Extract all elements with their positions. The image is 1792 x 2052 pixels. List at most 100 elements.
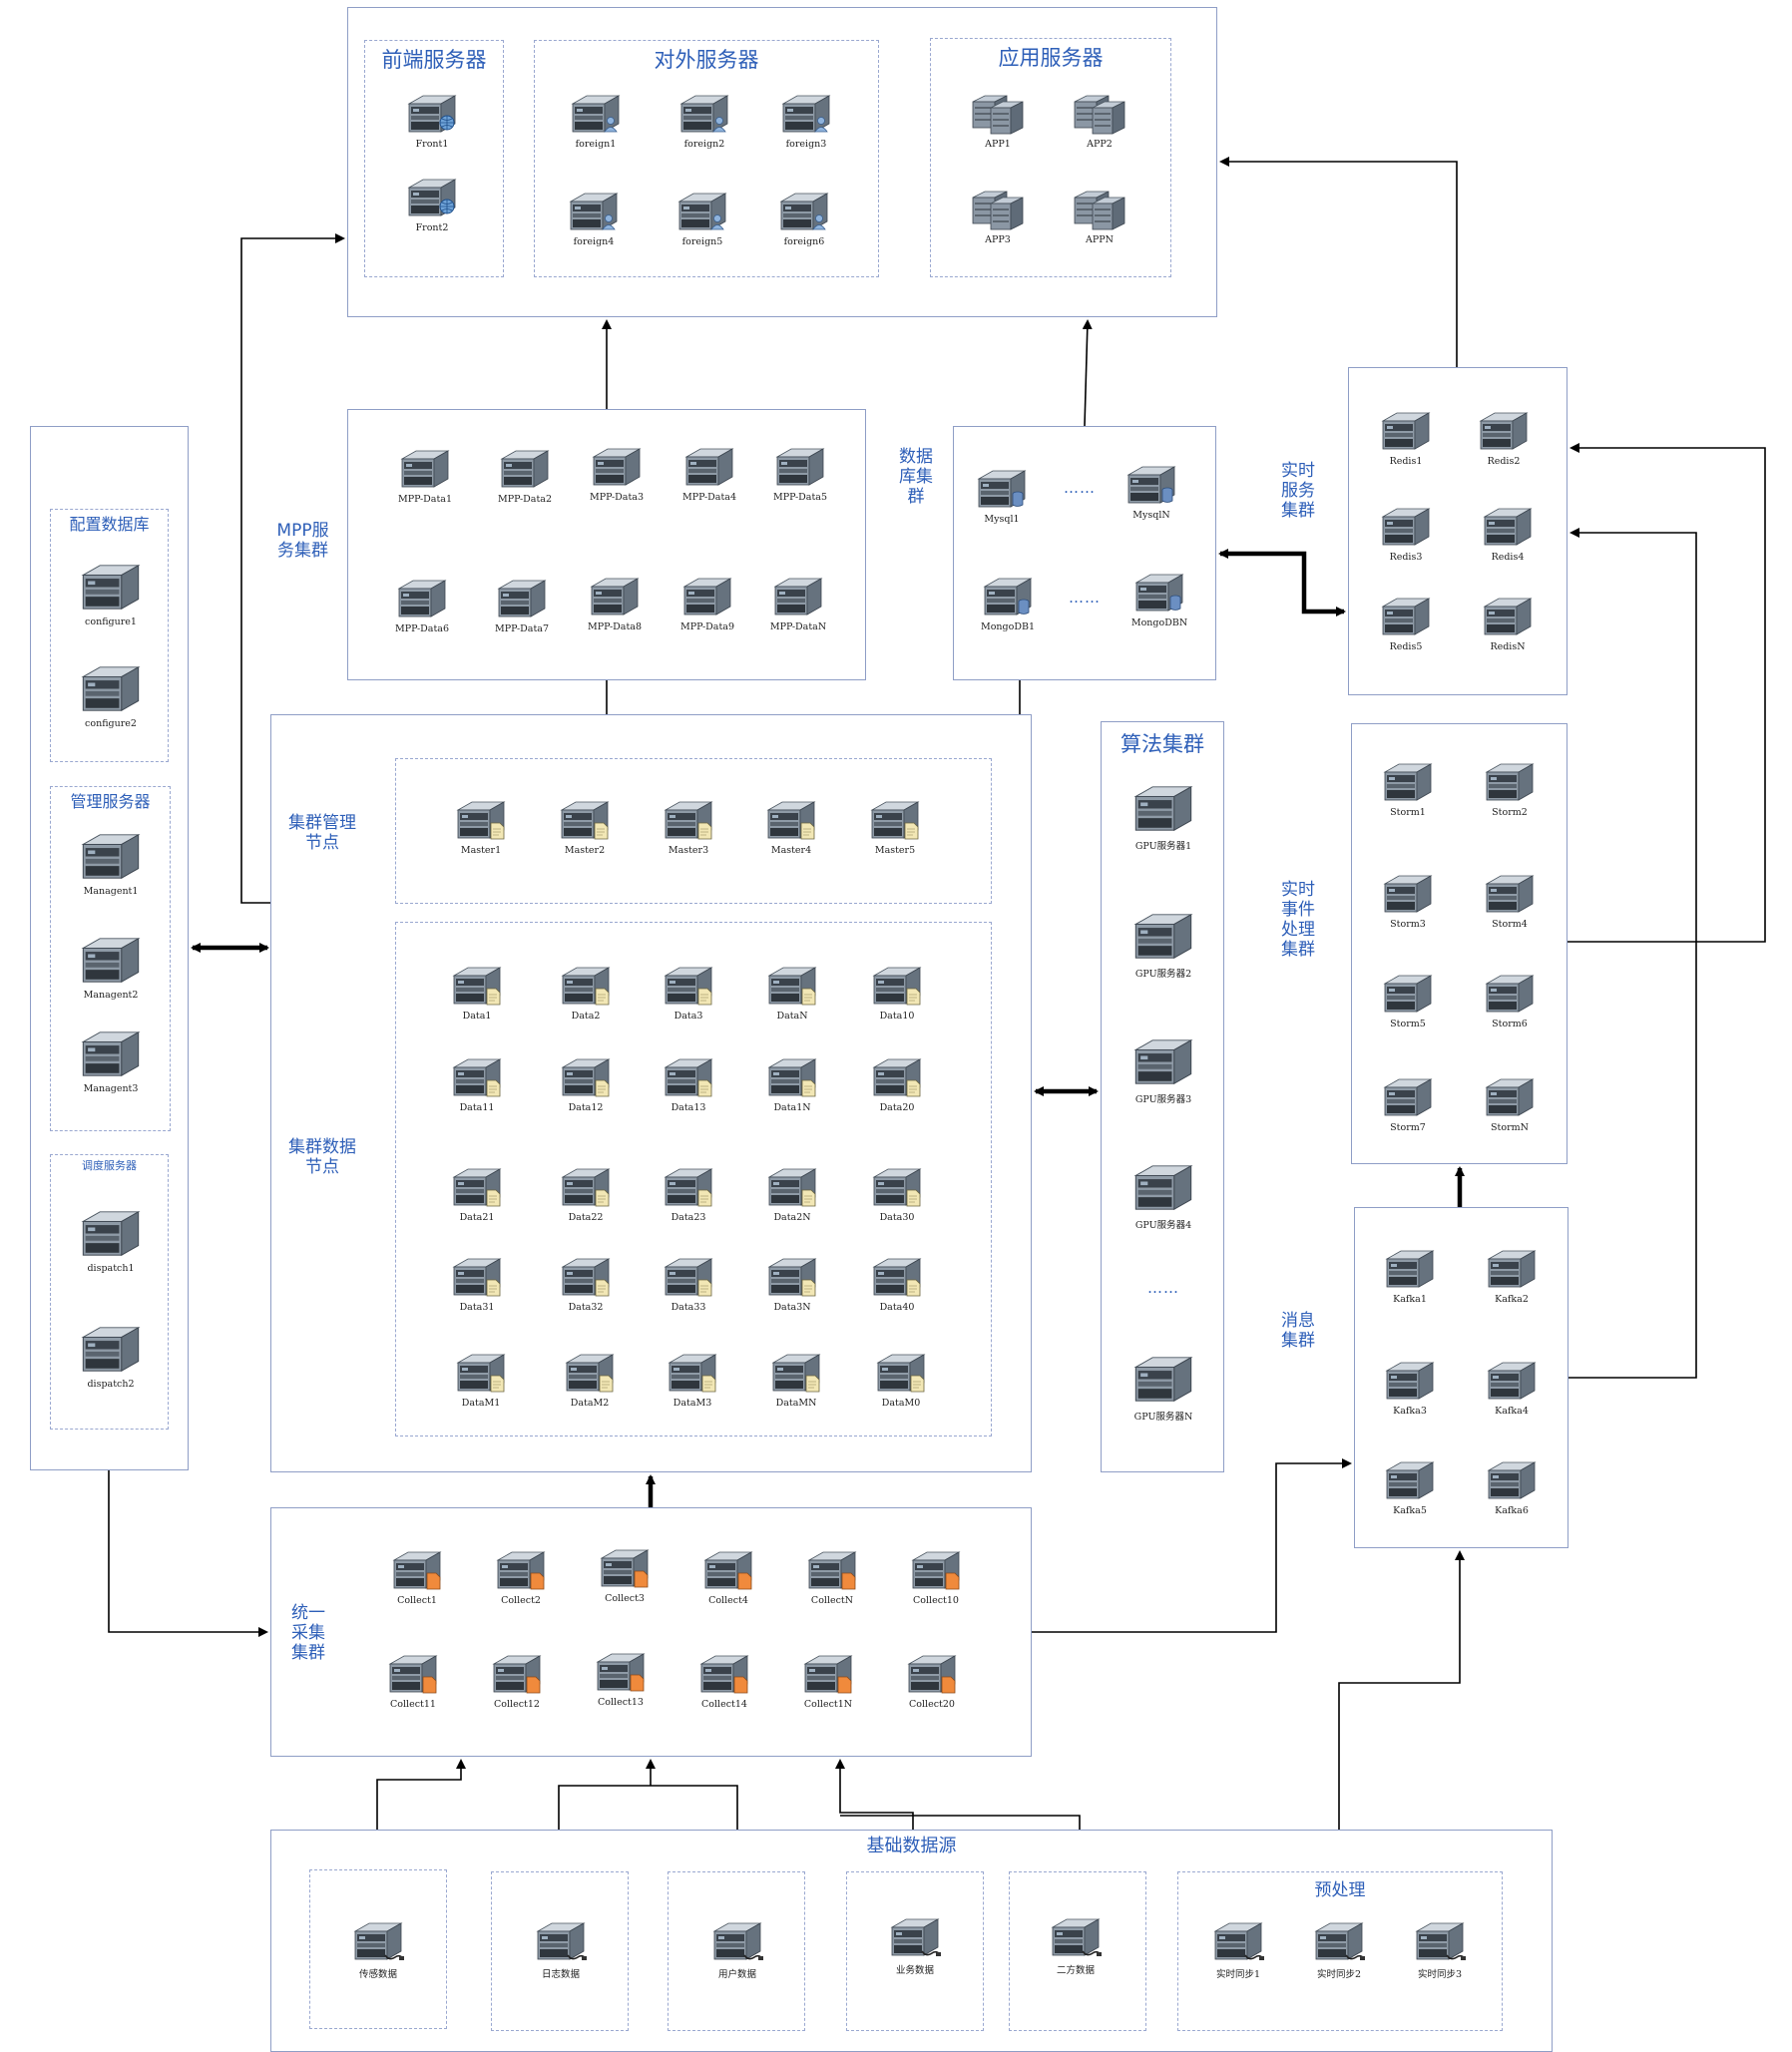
collect-node: Collect20	[884, 1652, 980, 1710]
server-globe-icon	[407, 179, 457, 216]
gpu-label: GPU服务器N	[1133, 1412, 1193, 1423]
server-document-icon	[561, 967, 611, 1006]
collect-node: Collect2	[473, 1548, 569, 1606]
mpp-label: MPP-Data1	[397, 494, 452, 505]
data-node: Data12	[538, 1055, 634, 1113]
mpp-label: MPP-Data8	[587, 621, 642, 632]
mpp-node: MPP-Data7	[474, 577, 570, 634]
server-orange-icon	[807, 1551, 857, 1590]
server-icon	[775, 448, 825, 486]
collect-node: Collect10	[888, 1548, 984, 1606]
data-label: Data10	[879, 1011, 915, 1022]
storm-node: Storm1	[1360, 760, 1456, 818]
storm-label: 实时事件处理集群	[1281, 880, 1315, 960]
server-database-icon	[983, 578, 1033, 616]
server-cable-icon	[712, 1922, 763, 1960]
server-orange-icon	[907, 1655, 957, 1694]
data-node: Data32	[538, 1255, 634, 1313]
manage-node: Managent3	[63, 1027, 159, 1094]
master-label: 集群管理节点	[288, 813, 356, 853]
master-node: Master2	[537, 798, 633, 856]
data-node: Data10	[849, 964, 945, 1022]
connector-line	[1338, 1550, 1465, 1871]
server-document-icon	[771, 1354, 821, 1393]
server-icon	[397, 580, 447, 617]
master-node: Master4	[743, 798, 839, 856]
server-icon	[497, 580, 547, 617]
foreign-title: 对外服务器	[654, 48, 759, 72]
collect-node: Collect3	[577, 1546, 672, 1604]
server-icon	[1485, 875, 1535, 913]
data-label: Data32	[568, 1302, 604, 1313]
mpp-label: MPP-Data3	[589, 492, 644, 503]
mpp-node: MPP-Data5	[752, 445, 848, 503]
collect-label: Collect13	[598, 1697, 644, 1708]
collect-label: Collect10	[913, 1595, 959, 1606]
gpu-node: GPU服务器3	[1116, 1035, 1211, 1105]
app-node: APPN	[1052, 188, 1147, 245]
server-icon	[81, 1030, 141, 1077]
redis-label: RedisN	[1490, 641, 1526, 652]
config-label: configure2	[85, 718, 137, 729]
app-node: APP1	[950, 92, 1046, 150]
server-icon	[1381, 412, 1431, 450]
kafka-node: Kafka3	[1362, 1359, 1458, 1417]
data-group	[395, 922, 992, 1436]
top-panel	[347, 7, 1217, 317]
foreign-group	[534, 40, 879, 277]
sync-label: 实时同步1	[1215, 1969, 1261, 1980]
data-node: DataN	[744, 964, 840, 1022]
foreign-label: foreign5	[681, 236, 723, 247]
kafka-node: Kafka1	[1362, 1247, 1458, 1305]
collect-node: Collect12	[469, 1652, 565, 1710]
data-node: DataM1	[433, 1351, 529, 1409]
collect-node: Collect13	[573, 1650, 669, 1708]
data-label: Data31	[459, 1302, 495, 1313]
server-document-icon	[767, 1258, 817, 1297]
front-node: Front1	[384, 92, 480, 150]
server-orange-icon	[600, 1549, 650, 1588]
collect-label: 统一采集集群	[291, 1603, 325, 1663]
server-document-icon	[456, 801, 506, 840]
manage-node: Managent2	[63, 934, 159, 1001]
server-document-icon	[561, 1058, 611, 1097]
master-node: Master5	[847, 798, 943, 856]
collect-node: Collect4	[680, 1548, 776, 1606]
storm-node: StormN	[1462, 1075, 1558, 1133]
storm-node: Storm6	[1462, 972, 1558, 1029]
foreign-label: foreign6	[783, 236, 825, 247]
kafka-label: Kafka4	[1495, 1406, 1529, 1417]
gpu-ellipsis: ……	[1147, 1279, 1179, 1297]
server-document-icon	[876, 1354, 926, 1393]
dispatch-label: dispatch2	[87, 1379, 135, 1390]
dispatch-title: 调度服务器	[82, 1159, 137, 1172]
storm-node: Storm2	[1462, 760, 1558, 818]
connector-line	[376, 1759, 466, 1869]
server-icon	[1383, 975, 1433, 1013]
server-icon	[684, 448, 734, 486]
server-orange-icon	[388, 1655, 438, 1694]
master-node: Master1	[433, 798, 529, 856]
data-node: Data3N	[744, 1255, 840, 1313]
manage-label: Managent3	[83, 1083, 139, 1094]
algo-panel	[1101, 721, 1224, 1472]
data-label: Data20	[879, 1102, 915, 1113]
mpp-label: MPP-Data5	[772, 492, 827, 503]
source-node: 日志数据	[513, 1919, 609, 1980]
gpu-label: GPU服务器2	[1134, 969, 1192, 980]
master-label: Master4	[770, 845, 812, 856]
db-label: MongoDBN	[1130, 617, 1188, 628]
dispatch-node: dispatch2	[63, 1323, 159, 1390]
server-orange-icon	[699, 1655, 749, 1694]
sync-label: 实时同步2	[1316, 1969, 1362, 1980]
data-node: Data21	[429, 1165, 525, 1223]
dispatch-label: dispatch1	[87, 1263, 135, 1274]
redis-label: Redis4	[1491, 552, 1525, 563]
server-icon	[1133, 785, 1193, 832]
server-stack-icon	[972, 191, 1024, 230]
server-cable-icon	[536, 1922, 587, 1960]
server-stack-icon	[972, 95, 1024, 135]
mpp-node: MPP-Data3	[569, 445, 665, 503]
server-icon	[1483, 508, 1533, 546]
